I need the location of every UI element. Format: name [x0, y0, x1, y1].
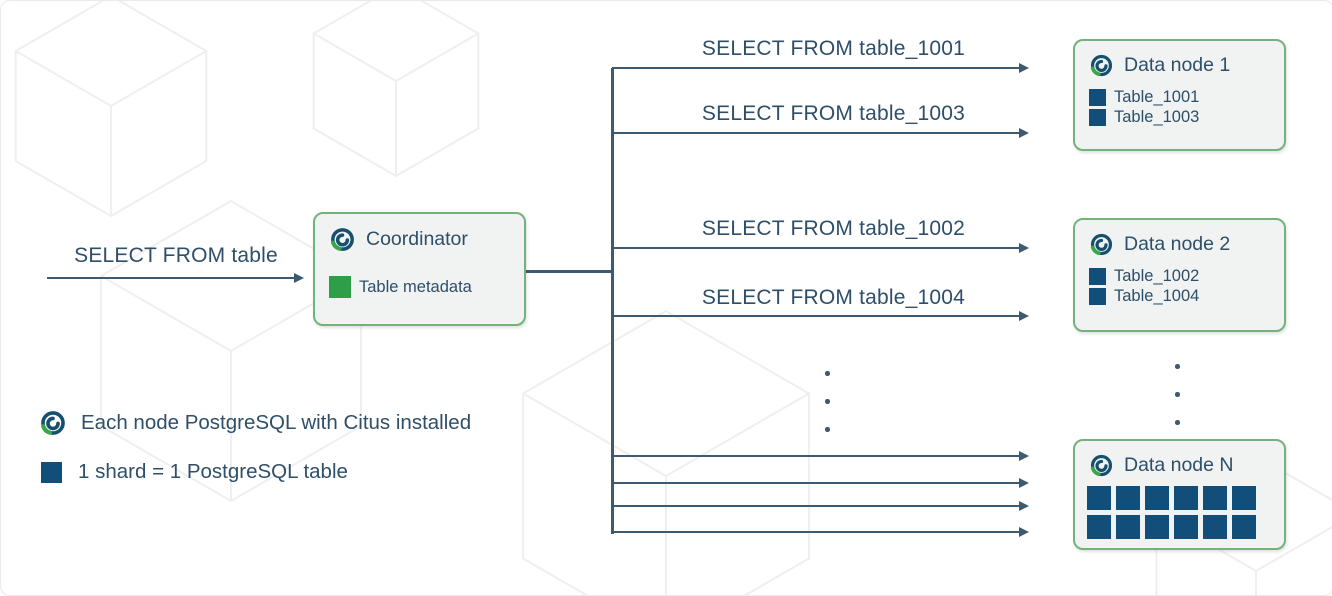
coordinator-connector-line: [524, 270, 613, 273]
shard-square-icon: [1174, 515, 1198, 539]
shard-square-icon: [1089, 288, 1106, 305]
shard-arrow: [612, 477, 1029, 488]
data-node-1-box: Data node 1 Table_1001 Table_1003: [1073, 39, 1286, 151]
data-node-2-box: Data node 2 Table_1002 Table_1004: [1073, 218, 1286, 332]
data-node-header: Data node 2: [1075, 220, 1284, 257]
shard-square-icon: [1145, 486, 1169, 510]
shard-square-icon: [1203, 486, 1227, 510]
coordinator-title: Coordinator: [366, 228, 468, 250]
coordinator-header: Coordinator: [315, 214, 524, 253]
shard-square-icon: [1174, 486, 1198, 510]
client-query-arrow: [47, 272, 304, 283]
table-label: Table_1004: [1114, 287, 1200, 306]
citus-logo-icon: [1089, 53, 1114, 78]
shard-square-icon: [41, 461, 62, 483]
query-label: SELECT FROM table_1004: [701, 286, 966, 309]
client-query-label: SELECT FROM table: [74, 244, 278, 267]
shard-square-icon: [1116, 486, 1140, 510]
coordinator-box: Coordinator Table metadata: [313, 212, 526, 326]
data-node-header: Data node 1: [1075, 41, 1284, 78]
citus-logo-icon: [329, 226, 356, 253]
continuation-dot: [825, 427, 830, 432]
query-arrow: [612, 62, 1029, 73]
legend-label: Each node PostgreSQL with Citus installe…: [81, 411, 472, 434]
legend-label: 1 shard = 1 PostgreSQL table: [78, 460, 348, 483]
data-node-title: Data node N: [1124, 454, 1234, 476]
shard-arrow: [612, 450, 1029, 461]
query-label: SELECT FROM table_1003: [701, 102, 966, 125]
shard-square-icon: [1232, 515, 1256, 539]
shard-square-icon: [1116, 515, 1140, 539]
continuation-dot: [825, 371, 830, 376]
table-label: Table_1001: [1114, 88, 1200, 107]
data-node-header: Data node N: [1075, 441, 1284, 478]
shard-square-icon: [1203, 515, 1227, 539]
continuation-dot: [1175, 364, 1180, 369]
query-arrow: [612, 127, 1029, 138]
table-row: Table_1002: [1075, 267, 1284, 285]
data-node-n-box: Data node N: [1073, 439, 1286, 550]
shard-square-icon: [1089, 109, 1106, 126]
citus-logo-icon: [1089, 232, 1114, 257]
shard-square-icon: [1089, 89, 1106, 106]
continuation-dot: [1175, 392, 1180, 397]
query-arrow: [612, 242, 1029, 253]
query-arrow: [612, 310, 1029, 321]
fanout-trunk-line: [611, 68, 614, 534]
shard-square-icon: [1145, 515, 1169, 539]
shard-square-icon: [1087, 515, 1111, 539]
legend-row-citus: Each node PostgreSQL with Citus installe…: [39, 409, 471, 437]
query-label: SELECT FROM table_1002: [701, 217, 966, 240]
shard-grid: [1075, 478, 1284, 539]
shard-square-icon: [1089, 268, 1106, 285]
citus-logo-icon: [39, 409, 67, 437]
shard-arrow: [612, 526, 1029, 537]
shard-arrow: [612, 500, 1029, 511]
data-node-title: Data node 1: [1124, 54, 1231, 76]
table-label: Table_1002: [1114, 267, 1200, 286]
table-row: Table_1003: [1075, 108, 1284, 126]
coordinator-metadata-label: Table metadata: [359, 277, 472, 296]
citus-logo-icon: [1089, 453, 1114, 478]
continuation-dot: [1175, 420, 1180, 425]
table-label: Table_1003: [1114, 108, 1200, 127]
shard-square-icon: [1087, 486, 1111, 510]
query-label: SELECT FROM table_1001: [701, 37, 966, 60]
coordinator-metadata-row: Table metadata: [315, 275, 524, 298]
data-node-title: Data node 2: [1124, 233, 1231, 255]
metadata-square-icon: [329, 276, 351, 298]
legend-row-shard: 1 shard = 1 PostgreSQL table: [41, 460, 348, 484]
shard-square-icon: [1232, 486, 1256, 510]
table-row: Table_1001: [1075, 88, 1284, 106]
table-row: Table_1004: [1075, 287, 1284, 305]
continuation-dot: [825, 399, 830, 404]
